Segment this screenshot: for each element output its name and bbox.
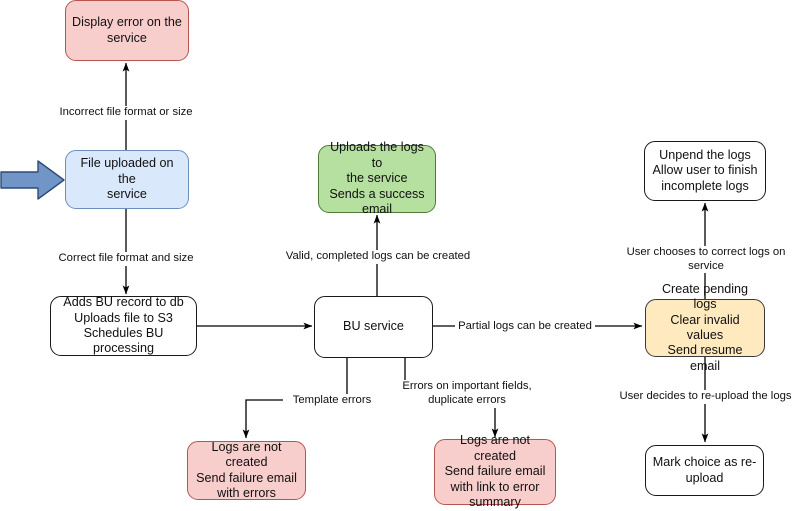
edge-label-correct-format: Correct file format and size: [56, 252, 196, 266]
entry-arrow-icon: [0, 160, 65, 200]
edge-label-valid-logs: Valid, completed logs can be created: [283, 250, 473, 264]
node-logs-not-created-summary[interactable]: Logs are not created Send failure email …: [434, 433, 556, 509]
node-file-uploaded[interactable]: File uploaded on the service: [65, 150, 189, 209]
edge-label-partial-logs: Partial logs can be created: [455, 320, 595, 334]
edge-label-user-reuploads: User decides to re-upload the logs: [613, 390, 798, 404]
edge-label-incorrect-format: Incorrect file format or size: [56, 106, 196, 120]
node-unpend-logs[interactable]: Unpend the logs Allow user to finish inc…: [644, 141, 766, 201]
node-logs-not-created-errors[interactable]: Logs are not created Send failure email …: [187, 440, 306, 500]
node-adds-bu-record[interactable]: Adds BU record to db Uploads file to S3 …: [50, 295, 197, 356]
node-display-error[interactable]: Display error on the service: [65, 0, 189, 61]
node-bu-service[interactable]: BU service: [314, 296, 433, 358]
edge-template-errors-to-logs-not-created-errors: [242, 399, 283, 439]
node-uploads-logs[interactable]: Uploads the logs to the service Sends a …: [318, 140, 436, 216]
node-create-pending-logs[interactable]: Create pending logs Clear invalid values…: [645, 282, 765, 373]
edge-label-important-errors: Errors on important fields, duplicate er…: [393, 380, 541, 408]
edge-label-template-errors: Template errors: [290, 394, 374, 408]
edge-label-user-corrects: User chooses to correct logs on service: [608, 246, 801, 274]
node-mark-reupload[interactable]: Mark choice as re- upload: [645, 445, 764, 496]
